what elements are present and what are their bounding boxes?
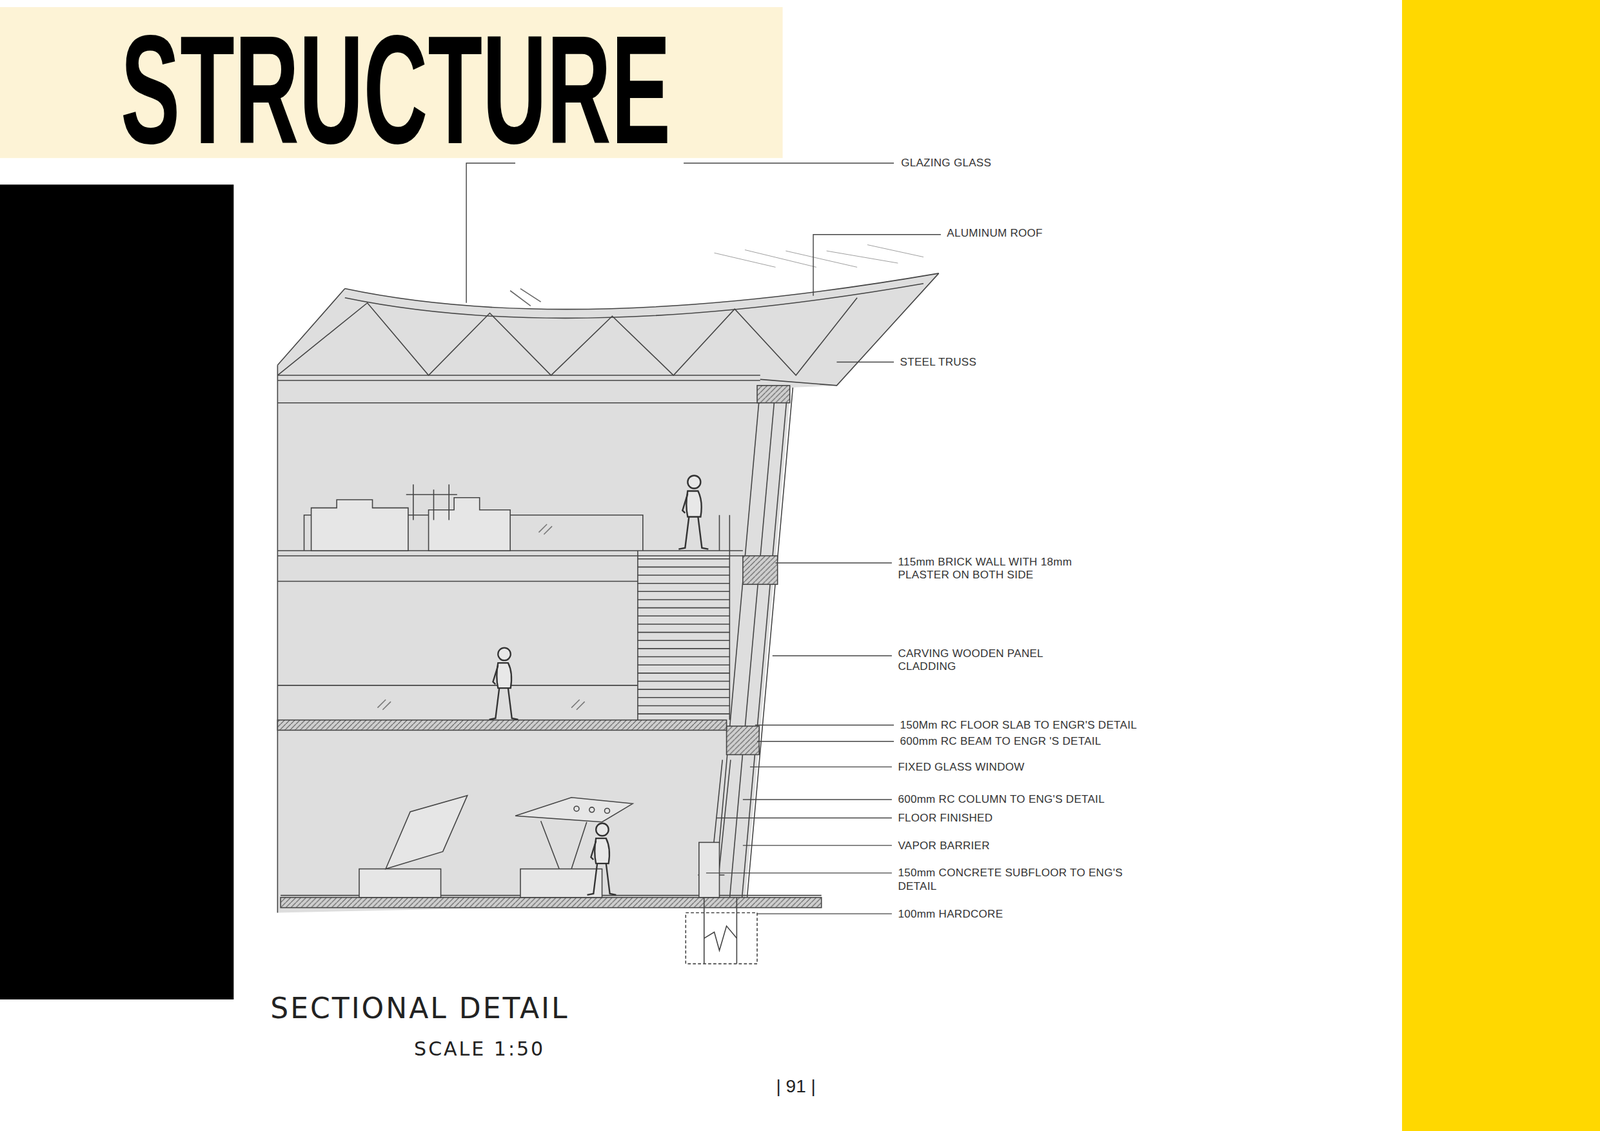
page-bands-part: [0, 184, 234, 1000]
building-section: [277, 245, 939, 914]
leader-lines-part: [742, 799, 892, 800]
floors-part: [704, 897, 738, 965]
leader-lines-part: [757, 740, 894, 742]
furniture-part: [699, 842, 720, 898]
furniture-part: [515, 797, 633, 823]
stair-and-railing-part: [637, 559, 730, 714]
floors-part: [277, 581, 638, 686]
floors-part: [280, 897, 822, 909]
leader-lines-part: [706, 872, 892, 874]
wall-layers: [697, 385, 793, 900]
leader-lines-part: [757, 913, 892, 914]
human-figures-part: [586, 823, 616, 896]
callout-label: ALUMINUM ROOF: [946, 227, 1043, 240]
furniture-part: [604, 808, 610, 814]
callout-label: CARVING WOODEN PANEL CLADDING: [897, 647, 1066, 674]
leader-lines-part: [683, 162, 894, 164]
wall-layers-part: [697, 759, 731, 898]
furniture-part: [311, 499, 409, 551]
wall-layers-part: [746, 387, 793, 900]
furniture-part: [406, 484, 458, 520]
building-section-part: [277, 365, 279, 913]
callout-label: GLAZING GLASS: [900, 156, 992, 170]
callout-label: 600mm RC BEAM TO ENGR 'S DETAIL: [900, 735, 1102, 749]
leader-lines-part: [836, 361, 894, 363]
leader-lines-part: [755, 724, 894, 726]
floors: [277, 550, 821, 965]
wall-layers-part: [726, 726, 760, 755]
building-section-part: [277, 273, 939, 914]
building-section-part: [277, 297, 858, 376]
callout-label: FLOOR FINISHED: [897, 811, 993, 825]
scale-note: SCALE 1:50: [414, 1038, 545, 1060]
drawing-caption: SECTIONAL DETAIL: [270, 993, 569, 1025]
leader-lines-part: [772, 655, 892, 656]
building-section-part: [714, 245, 924, 268]
furniture-part: [428, 497, 511, 551]
floors-part: [685, 913, 758, 965]
furniture-part: [385, 795, 468, 870]
page-bands-part: [1402, 0, 1600, 1131]
leader-lines-part: [813, 234, 941, 297]
building-section-part: [345, 283, 924, 319]
wall-layers-part: [741, 387, 788, 900]
callout-label: 100mm HARDCORE: [897, 908, 1003, 921]
wall-layers-part: [757, 385, 791, 404]
human-figures: [489, 475, 709, 895]
building-section-part: [345, 273, 939, 310]
furniture-part: [359, 869, 442, 898]
callout-label: STEEL TRUSS: [900, 355, 978, 369]
callout-label: 115mm BRICK WALL WITH 18mm PLASTER ON BO…: [897, 555, 1098, 583]
leader-lines: [466, 163, 941, 914]
callout-label: 150Mm RC FLOOR SLAB TO ENGR'S DETAIL: [900, 719, 1137, 732]
callout-label: FIXED GLASS WINDOW: [897, 760, 1025, 774]
floors-part: [277, 720, 727, 731]
furniture-part: [589, 807, 595, 813]
furniture: [311, 484, 720, 898]
building-section-part: [277, 375, 760, 404]
stair-and-railing-part: [637, 515, 730, 721]
building-section-part: [277, 288, 345, 366]
human-figures-part: [489, 648, 519, 720]
human-figures-part: [678, 475, 709, 549]
callout-label: 600mm RC COLUMN TO ENG'S DETAIL: [897, 793, 1105, 807]
leader-lines-part: [775, 562, 892, 563]
wall-layers-part: [729, 387, 776, 900]
building-section-part: [510, 288, 541, 307]
leader-lines-part: [466, 163, 516, 304]
wall-layers-part: [742, 555, 778, 585]
floors-part: [277, 550, 743, 556]
page-title: STRUCTURE: [120, 12, 671, 168]
callout-label: VAPOR BARRIER: [897, 839, 990, 853]
floors-part: [704, 926, 738, 951]
furniture-part: [573, 806, 580, 812]
leader-lines-part: [750, 766, 892, 768]
furniture-part: [541, 820, 587, 869]
callout-label: 150mm CONCRETE SUBFLOOR TO ENG'S DETAIL: [897, 866, 1143, 894]
leader-lines-part: [742, 844, 892, 846]
building-section-part: [760, 273, 939, 386]
stair-and-railing-part: [377, 524, 585, 711]
furniture-part: [520, 869, 603, 898]
page-number: | 91 |: [776, 1076, 816, 1097]
leader-lines-part: [716, 817, 892, 819]
